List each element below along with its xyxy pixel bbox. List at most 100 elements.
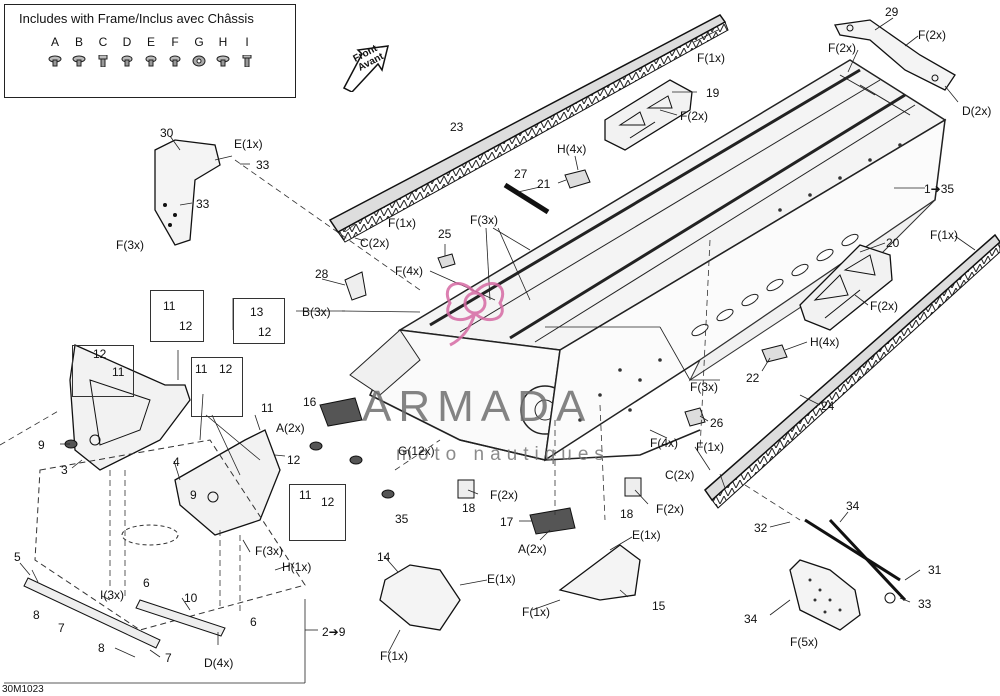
- part-label: 18: [462, 501, 476, 515]
- rivet-icon: [216, 55, 230, 67]
- part-label: 14: [377, 550, 391, 564]
- part-label: 11: [195, 362, 208, 376]
- part-label: 9: [190, 488, 197, 502]
- fastener-label: H(4x): [557, 142, 587, 156]
- fastener-label: F(2x): [828, 41, 856, 55]
- part-label: 7: [165, 651, 172, 665]
- fastener-label: F(5x): [790, 635, 818, 649]
- part-label: 33: [256, 158, 270, 172]
- part-label: 19: [706, 86, 720, 100]
- part-17-plate: [529, 507, 576, 535]
- fastener-label: F(1x): [380, 649, 408, 663]
- fastener-label: F(2x): [870, 299, 898, 313]
- fastener-label: G(12x): [398, 444, 435, 458]
- legend-letter: I: [245, 35, 249, 49]
- part-label: 6: [143, 576, 150, 590]
- part-label: 12: [321, 495, 335, 509]
- part-29-bracket: [834, 19, 956, 91]
- fastener-label: F(3x): [470, 213, 498, 227]
- fastener-label: F(2x): [680, 109, 708, 123]
- rivet-icon: [169, 55, 181, 67]
- part-label: 33: [196, 197, 210, 211]
- callout-box-11-12-group: [191, 357, 243, 417]
- part-label: 29: [885, 5, 899, 19]
- part-label: 24: [821, 399, 835, 413]
- fastener-label: F(3x): [116, 238, 144, 252]
- bushings-35: [64, 439, 395, 499]
- legend-item-c: C: [93, 35, 113, 67]
- part-20-bracket: [799, 244, 893, 331]
- legend-item-d: D: [117, 35, 137, 67]
- fastener-label: F(1x): [696, 440, 724, 454]
- watermark-logo: [445, 282, 505, 347]
- part-label: 4: [173, 455, 180, 469]
- fastener-label: C(2x): [360, 236, 390, 250]
- fastener-label: I(3x): [100, 588, 124, 602]
- callout-box-11-12-lower: [289, 484, 346, 541]
- fastener-label: F(2x): [490, 488, 518, 502]
- legend-letter: C: [98, 35, 108, 49]
- fastener-label: A(2x): [276, 421, 305, 435]
- fastener-label: F(1x): [930, 228, 958, 242]
- part-label: 15: [652, 599, 666, 613]
- running-board-left: [328, 14, 729, 243]
- range-label: 1➔35: [924, 182, 955, 196]
- running-board-right: [704, 233, 1000, 509]
- part-label: 3: [61, 463, 68, 477]
- part-26-bumper: [684, 407, 706, 427]
- part-14-guard: [379, 564, 461, 631]
- fastener-label: H(4x): [810, 335, 840, 349]
- fastener-label: F(1x): [697, 51, 725, 65]
- fastener-label: F(4x): [650, 436, 678, 450]
- part-label: 10: [184, 591, 198, 605]
- fastener-label: C(2x): [665, 468, 695, 482]
- fastener-label: F(2x): [918, 28, 946, 42]
- tunnel-bottom-edge: [369, 394, 701, 461]
- part-22-clip: [761, 344, 788, 363]
- part-label: 22: [746, 371, 760, 385]
- part-label: 16: [303, 395, 317, 409]
- legend-item-h: H: [213, 35, 233, 67]
- part-label: 34: [744, 612, 758, 626]
- watermark-brand: ARMADA: [362, 382, 593, 431]
- fastener-label: D(2x): [962, 104, 992, 118]
- fastener-label: A(2x): [518, 542, 547, 556]
- legend-item-a: A: [45, 35, 65, 67]
- part-21-clip: [564, 169, 591, 189]
- part-label: 13: [250, 305, 264, 319]
- part-label: 35: [395, 512, 409, 526]
- part-label: 21: [537, 177, 551, 191]
- part-label: 8: [98, 641, 105, 655]
- legend-letter: E: [146, 35, 155, 49]
- part-28-clip: [344, 271, 367, 301]
- fastener-label: E(1x): [632, 528, 661, 542]
- legend-item-e: E: [141, 35, 161, 67]
- part-label: 12: [287, 453, 301, 467]
- part-16-plate: [319, 397, 363, 427]
- fastener-label: H(1x): [282, 560, 312, 574]
- part-label: 8: [33, 608, 40, 622]
- legend-letter: B: [74, 35, 83, 49]
- screw-icon: [48, 55, 62, 67]
- part-31-bracket: [789, 518, 907, 631]
- fastener-label: E(1x): [487, 572, 516, 586]
- fastener-label: F(1x): [388, 216, 416, 230]
- tunnel-side-left: [349, 329, 570, 461]
- part-label: 27: [514, 167, 528, 181]
- rivet-icon: [121, 55, 133, 67]
- part-label: 9: [38, 438, 45, 452]
- part-label: 28: [315, 267, 329, 281]
- part-label: 32: [754, 521, 768, 535]
- bushing-icon: [192, 55, 206, 67]
- part-27-bar: [503, 182, 550, 215]
- rivet-icon: [145, 55, 157, 67]
- assembly-dashed-lines: [0, 159, 801, 615]
- part-label: 31: [928, 563, 942, 577]
- part-label: 25: [438, 227, 452, 241]
- part-label: 12: [258, 325, 272, 339]
- legend-title: Includes with Frame/Inclus avec Châssis: [19, 11, 254, 26]
- legend-letter: D: [122, 35, 132, 49]
- part-5-strip: [23, 577, 161, 649]
- part-label: 17: [500, 515, 514, 529]
